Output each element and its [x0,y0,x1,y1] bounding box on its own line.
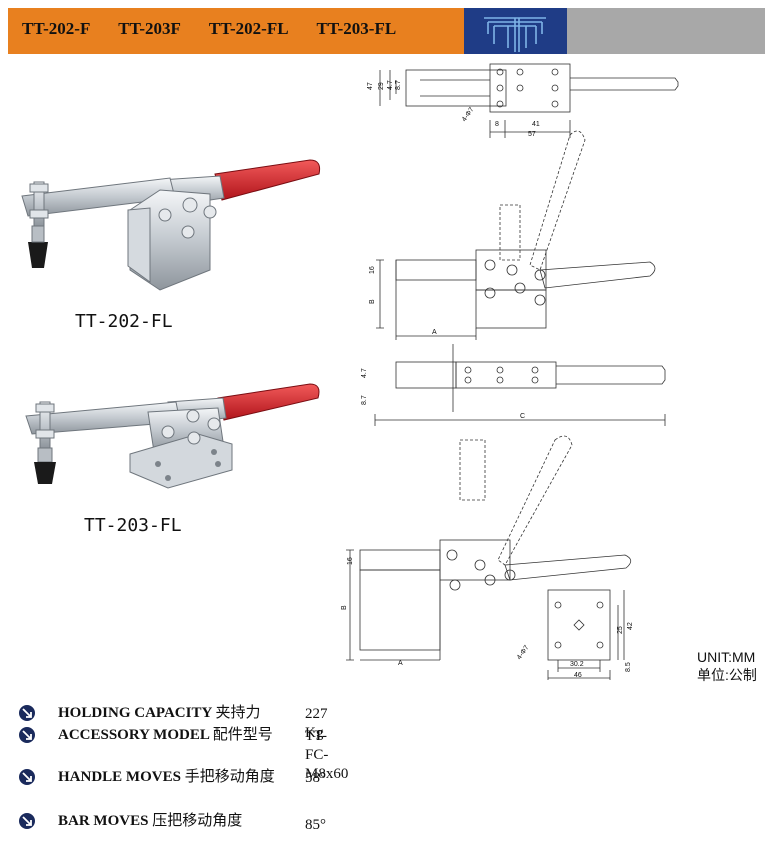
unit-note: UNIT:MM 单位:公制 [697,648,757,684]
dimension-label: 4.7 [387,80,394,90]
dimension-label: B [369,299,376,304]
side-view-drawing: 16 B A [369,130,656,340]
bullet-icon [19,769,35,785]
dimension-label: 8.7 [361,395,368,405]
dimension-label: 8.5 [625,662,632,672]
plan-view-drawing: 4.7 8.7 C [361,344,666,426]
dimension-label: A [432,329,437,336]
unit-cn: 单位:公制 [697,667,757,683]
top-view-drawing: 47 29 4.7 8.7 4-Φ7 8 41 57 [367,63,679,138]
spec-label: HANDLE MOVES 手把移动角度 [58,769,275,785]
lower-view-drawing: 16 B A 4-Φ7 30.2 46 8.5 25 42 [341,435,634,680]
dimension-label: 4-Φ7 [461,106,476,123]
bullet-icon [19,727,35,743]
spec-value: 58° [305,770,326,786]
dimension-label: 4-Φ7 [516,644,531,661]
dimension-label: 8.7 [395,80,402,90]
product-photo-tt-203-fl [25,383,320,489]
dimension-label: 42 [627,622,634,630]
model-name: TT-202-FL [208,19,289,38]
technical-drawing: 47 29 4.7 8.7 4-Φ7 8 41 57 16 B A 4.7 8.… [341,63,679,680]
dimension-label: 47 [367,82,374,90]
bullet-icon [19,813,35,829]
model-list: TT-202-F TT-203F TT-202-FL TT-203-FL [22,19,418,39]
dimension-label: B [341,605,348,610]
spec-label: BAR MOVES 压把移动角度 [58,813,243,829]
dimension-label: 46 [574,672,582,679]
product-label: TT-203-FL [84,515,182,536]
dimension-label: C [520,413,525,420]
dimension-label: 25 [617,626,624,634]
dimension-label: A [398,660,403,667]
brand-logo-icon [484,17,546,52]
header-gray-band [567,8,765,54]
dimension-label: 8 [495,121,499,128]
product-label: TT-202-FL [75,311,173,332]
dimension-label: 57 [528,131,536,138]
product-photo-tt-202-fl [21,159,321,291]
header-models-band: TT-202-F TT-203F TT-202-FL TT-203-FL [8,8,464,54]
model-name: TT-202-F [22,19,91,38]
dimension-label: 29 [378,82,385,90]
spec-value: 227 Kg [305,706,328,741]
spec-value: TT-FC-M8x60 [305,728,349,782]
model-name: TT-203-FL [316,19,397,38]
spec-label: ACCESSORY MODEL 配件型号 [58,727,273,743]
unit-en: UNIT:MM [697,649,756,665]
dimension-label: 41 [532,121,540,128]
dimension-label: 16 [347,557,354,565]
header-bar: TT-202-F TT-203F TT-202-FL TT-203-FL [8,8,765,54]
dimension-label: 30.2 [570,661,584,668]
spec-label: HOLDING CAPACITY 夹持力 [58,705,261,721]
model-name: TT-203F [118,19,181,38]
dimension-label: 4.7 [361,368,368,378]
bullet-icon [19,705,35,721]
dimension-label: 16 [369,266,376,274]
spec-value: 85° [305,817,326,833]
brand-logo [464,8,567,54]
